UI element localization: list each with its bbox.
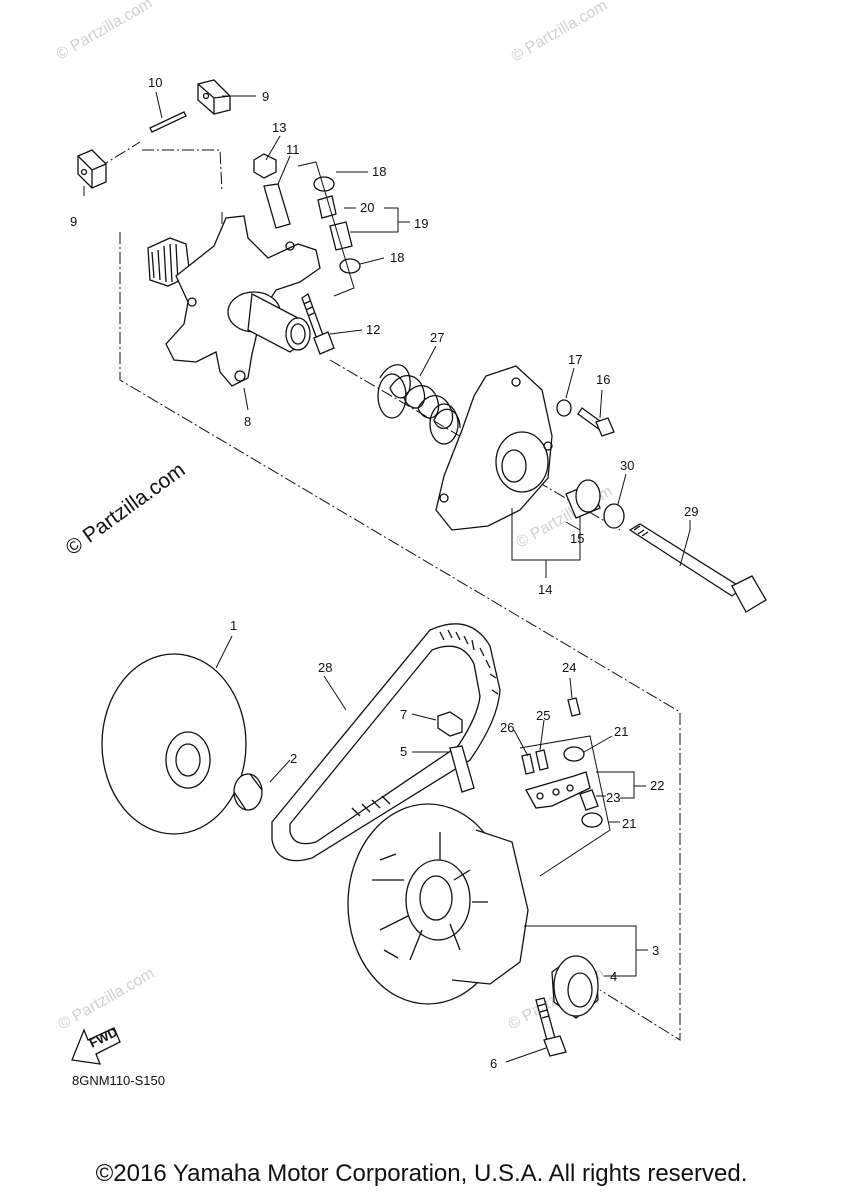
watermark-top-left: © Partzilla.com — [54, 0, 156, 63]
callout-7: 7 — [400, 707, 407, 722]
callout-11: 11 — [286, 142, 300, 157]
callout-2: 2 — [290, 751, 297, 766]
callout-1: 1 — [230, 618, 237, 633]
callout-3: 3 — [652, 943, 659, 958]
watermark-top-right: © Partzilla.com — [509, 0, 611, 65]
part-13-nut — [253, 153, 277, 179]
part-5-collar — [449, 745, 475, 793]
part-15-bushing — [565, 479, 601, 519]
part-9-weight-left — [77, 149, 107, 189]
callout-29: 29 — [684, 504, 698, 519]
callout-4: 4 — [610, 969, 617, 984]
part-28-belt — [271, 623, 501, 862]
bracket-22-group — [519, 735, 611, 877]
callout-21-bottom: 21 — [622, 816, 636, 831]
callout-19: 19 — [414, 216, 428, 231]
part-1-sheave — [101, 653, 247, 835]
part-29-long-bolt — [628, 523, 767, 613]
part-4-bearing — [551, 955, 599, 1019]
part-2-bushing — [233, 773, 263, 811]
part-30-washer — [603, 503, 625, 529]
callout-13: 13 — [272, 120, 286, 135]
callout-9-left: 9 — [70, 214, 77, 229]
callout-15: 15 — [570, 531, 584, 546]
part-27-spring — [377, 364, 461, 445]
callout-12: 12 — [366, 322, 380, 337]
callout-10: 10 — [148, 75, 162, 90]
watermark-bottom-left: © Partzilla.com — [56, 965, 158, 1034]
part-9-weight-top — [197, 79, 231, 115]
part-11-collar — [263, 183, 291, 229]
part-6-bolt — [535, 997, 567, 1057]
part-26-pin — [521, 753, 535, 775]
fwd-arrow-icon: FWD — [71, 1024, 121, 1065]
callout-6: 6 — [490, 1056, 497, 1071]
callout-23: 23 — [606, 790, 620, 805]
callout-18-bottom: 18 — [390, 250, 404, 265]
part-18-washer-bottom — [339, 258, 361, 274]
part-21-washer-bottom — [581, 812, 603, 828]
part-8-spider — [147, 215, 321, 387]
callout-28: 28 — [318, 660, 332, 675]
part-10-pin — [149, 111, 187, 133]
callout-16: 16 — [596, 372, 610, 387]
part-12-bolt — [301, 293, 335, 355]
part-14-cover — [435, 365, 553, 531]
part-3-movable-sheave — [347, 803, 529, 1005]
callout-25: 25 — [536, 708, 550, 723]
part-19-roller — [329, 221, 353, 251]
part-23-roller — [579, 789, 599, 811]
callout-18-top: 18 — [372, 164, 386, 179]
assembly-line-pins — [142, 149, 223, 240]
watermark-main: © Partzilla.com — [61, 458, 189, 560]
callout-8: 8 — [244, 414, 251, 429]
callout-14: 14 — [538, 582, 552, 597]
part-17-washer — [556, 399, 572, 417]
callout-9-top: 9 — [262, 89, 269, 104]
part-25-pin — [535, 749, 549, 771]
diagram-code: 8GNM110-S150 — [72, 1073, 165, 1088]
part-21-washer-top — [563, 746, 585, 762]
callout-27: 27 — [430, 330, 444, 345]
callout-22: 22 — [650, 778, 664, 793]
callout-30: 30 — [620, 458, 634, 473]
callout-labels: 1 2 3 4 5 6 7 8 9 9 10 11 12 13 14 15 16… — [70, 75, 698, 1071]
part-16-bolt — [577, 407, 615, 437]
copyright-notice: ©2016 Yamaha Motor Corporation, U.S.A. A… — [95, 1160, 748, 1187]
callout-20: 20 — [360, 200, 374, 215]
part-18-washer-top — [313, 176, 335, 192]
leader-lines — [83, 91, 691, 1063]
part-7-nut — [437, 711, 463, 737]
part-24-pin — [567, 697, 581, 717]
callout-17: 17 — [568, 352, 582, 367]
callout-5: 5 — [400, 744, 407, 759]
callout-26: 26 — [500, 720, 514, 735]
callout-21-top: 21 — [614, 724, 628, 739]
bracket-18-group — [297, 161, 355, 297]
callout-24: 24 — [562, 660, 576, 675]
